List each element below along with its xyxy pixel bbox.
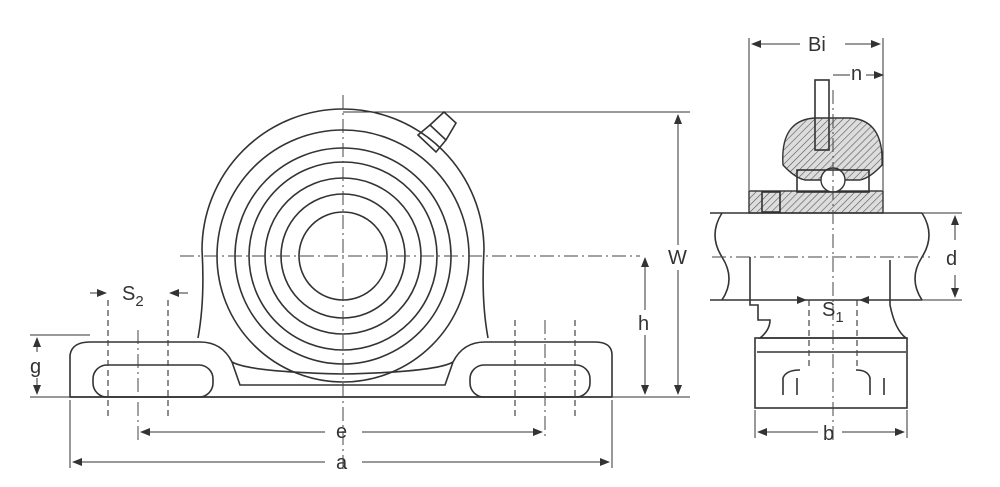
grease-nipple-icon <box>416 110 458 154</box>
housing-section <box>782 117 883 181</box>
dimension-S2: S2 <box>122 283 144 310</box>
dimension-Bi: Bi <box>808 34 826 56</box>
pedestal-outline <box>197 108 489 339</box>
dimension-b: b <box>823 423 834 445</box>
dimension-h: h <box>638 313 649 335</box>
dimension-d: d <box>946 248 957 270</box>
dimension-W: W <box>668 247 687 269</box>
dimension-n: n <box>851 63 862 85</box>
front-view <box>69 95 640 470</box>
dimension-e: e <box>336 421 347 443</box>
side-dimensions: Bi n d S1 b <box>748 34 962 445</box>
side-view <box>710 79 930 440</box>
dimension-g: g <box>30 356 41 378</box>
dimension-a: a <box>336 452 348 474</box>
grease-nipple-side-icon <box>814 79 830 151</box>
front-dimensions: W h g S2 e a <box>30 111 690 474</box>
dimension-S1: S1 <box>822 299 844 326</box>
inner-ring-section <box>748 190 884 214</box>
base-outline <box>69 341 613 398</box>
